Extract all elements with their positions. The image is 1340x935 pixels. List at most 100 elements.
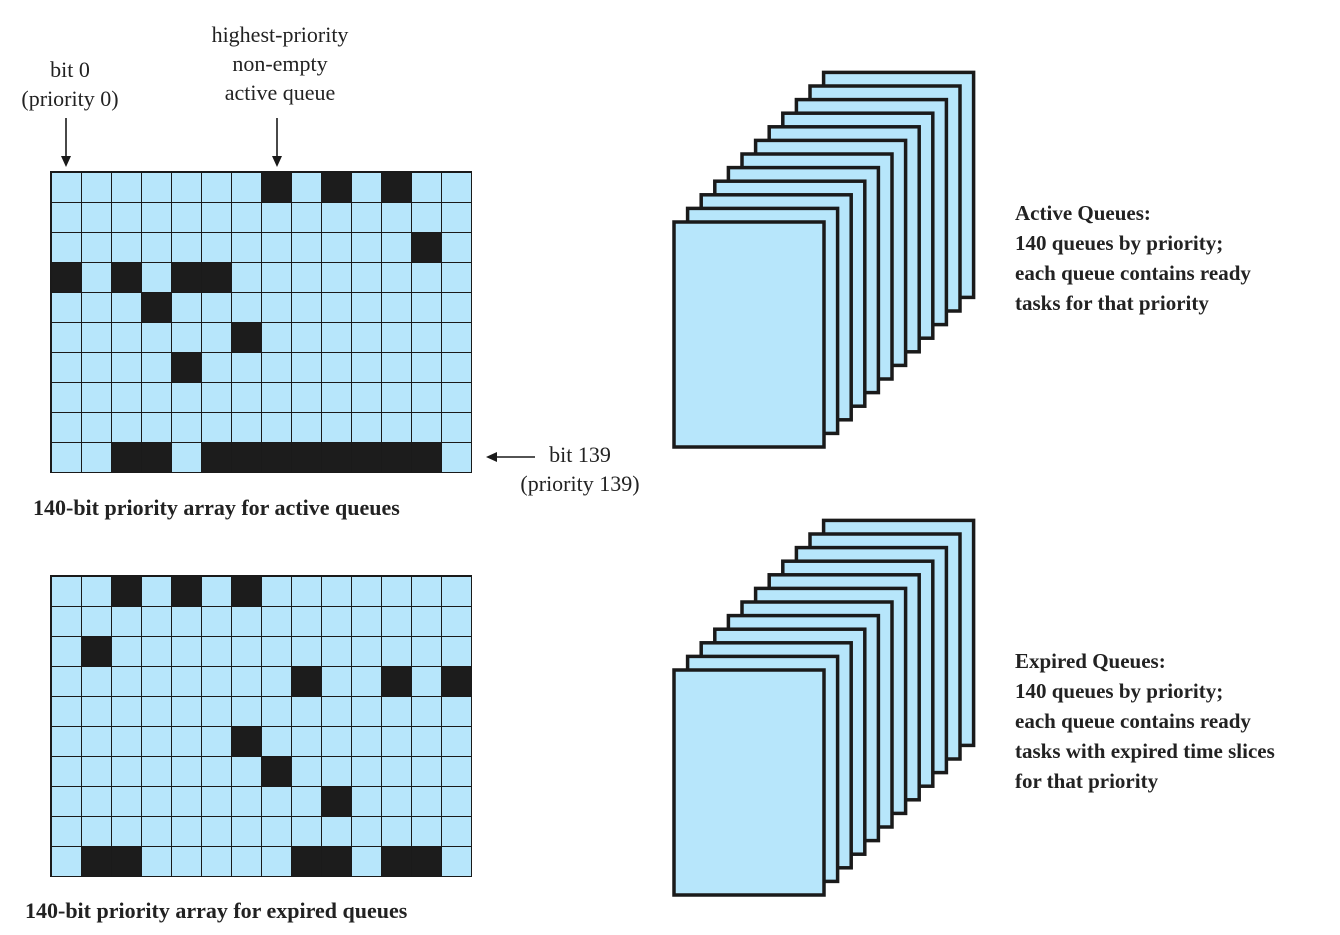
expired-bit-cell [352,637,382,667]
active-bit-cell [112,353,142,383]
expired-bit-cell [172,607,202,637]
active-bit-cell [172,173,202,203]
expired-bit-cell [202,817,232,847]
active-bit-cell [202,323,232,353]
bit139-label-line2: (priority 139) [520,471,640,496]
active-bit-cell [442,413,472,443]
active-bit-cell [262,233,292,263]
expired-bit-cell [232,847,262,877]
expired-bit-cell [142,787,172,817]
expired-bit-cell [382,607,412,637]
active-bit-cell [382,383,412,413]
expired-bit-cell [232,787,262,817]
active-bit-cell [442,233,472,263]
expired-bit-cell [322,577,352,607]
expired-bit-cell [202,607,232,637]
expired-bit-cell [172,727,202,757]
active-bit-cell [172,353,202,383]
active-bit-cell [352,353,382,383]
expired-bit-cell [322,847,352,877]
expired-bit-cell [352,787,382,817]
expired-bit-cell [382,817,412,847]
expired-bit-cell [112,787,142,817]
active-bit-cell [262,413,292,443]
active-bit-cell [292,413,322,443]
expired-bit-cell [322,817,352,847]
active-bit-cell [82,263,112,293]
expired-bit-cell [292,667,322,697]
expired-bit-cell [322,667,352,697]
active-bit-cell [382,263,412,293]
active-array-caption: 140-bit priority array for active queues [33,495,400,520]
active-bit-cell [352,443,382,473]
active-bit-cell [112,173,142,203]
active-bit-cell [82,383,112,413]
active-bit-cell [52,263,82,293]
active-bit-cell [52,383,82,413]
active-bit-cell [322,173,352,203]
active-bit-cell [112,203,142,233]
active-bit-cell [82,443,112,473]
expired-bit-cell [202,757,232,787]
expired-queues-description: Expired Queues: 140 queues by priority; … [1015,646,1275,796]
active-desc-line: each queue contains ready [1015,261,1251,285]
active-queues-stack [672,70,976,449]
active-bit-cell [262,173,292,203]
expired-bit-cell [112,727,142,757]
active-bit-cell [202,233,232,263]
active-bit-cell [232,233,262,263]
active-bit-cell [202,383,232,413]
active-bit-cell [232,443,262,473]
active-bit-cell [202,293,232,323]
expired-desc-line: for that priority [1015,769,1159,793]
expired-bit-cell [442,787,472,817]
active-bit-cell [442,263,472,293]
expired-bit-cell [352,817,382,847]
active-bit-cell [322,233,352,263]
expired-bit-cell [442,607,472,637]
active-bit-cell [262,203,292,233]
active-bit-cell [262,323,292,353]
active-bit-cell [142,323,172,353]
active-bit-cell [292,233,322,263]
expired-bit-cell [142,697,172,727]
expired-bit-cell [412,727,442,757]
expired-bit-cell [172,637,202,667]
active-bit-cell [142,293,172,323]
active-bit-cell [112,383,142,413]
expired-bit-cell [82,847,112,877]
expired-bit-cell [52,787,82,817]
active-desc-line: tasks for that priority [1015,291,1209,315]
expired-bit-cell [262,727,292,757]
expired-desc-line: 140 queues by priority; [1015,679,1224,703]
active-bit-cell [262,383,292,413]
expired-bit-cell [382,697,412,727]
expired-bit-cell [52,727,82,757]
active-bit-cell [442,353,472,383]
expired-bit-cell [82,817,112,847]
expired-bit-cell [202,667,232,697]
expired-bit-cell [442,847,472,877]
active-bit-cell [232,353,262,383]
highest-priority-arrow [272,118,282,167]
expired-bit-cell [382,577,412,607]
active-bit-cell [172,203,202,233]
active-bit-cell [382,173,412,203]
expired-bit-cell [232,727,262,757]
expired-bit-cell [262,847,292,877]
active-bit-cell [232,203,262,233]
expired-bit-cell [382,757,412,787]
active-bit-cell [142,233,172,263]
active-bit-cell [292,173,322,203]
active-bit-cell [172,383,202,413]
active-desc-line: 140 queues by priority; [1015,231,1224,255]
active-bit-cell [82,293,112,323]
bit0-arrow [61,118,71,167]
expired-bit-cell [352,757,382,787]
active-bit-cell [82,353,112,383]
expired-array-caption: 140-bit priority array for expired queue… [25,898,408,923]
expired-bit-cell [262,577,292,607]
expired-bit-cell [52,607,82,637]
active-bit-cell [52,413,82,443]
expired-bit-cell [202,727,232,757]
